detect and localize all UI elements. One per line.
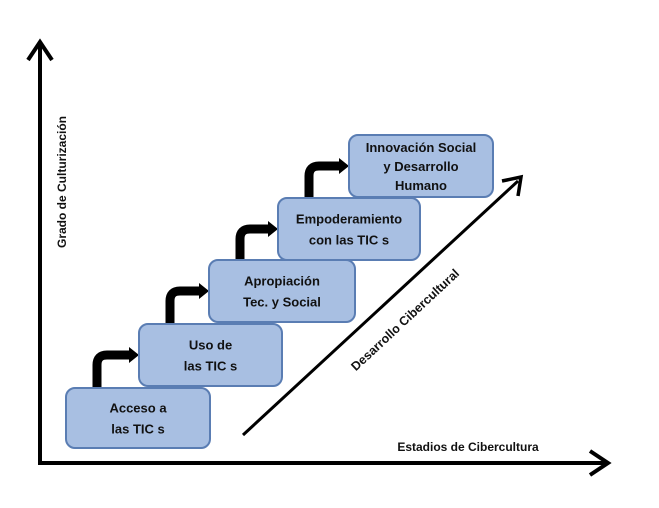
y-axis-label: Grado de Culturización (55, 116, 69, 248)
stage-label-line: Tec. y Social (243, 295, 321, 310)
stage-box-1: Acceso a las TIC s (65, 387, 211, 449)
stage-label-line: Uso de (189, 338, 232, 353)
x-axis-arrowhead (588, 449, 612, 477)
stage-label-line: las TIC s (184, 359, 237, 374)
step-arrowhead-icon (268, 221, 278, 237)
stage-label-line: Humano (395, 178, 447, 193)
stage-label-line: Empoderamiento (296, 212, 402, 227)
stage-label-line: con las TIC s (309, 233, 389, 248)
stage-box-4: Empoderamiento con las TIC s (277, 197, 421, 261)
step-arrow (304, 161, 340, 198)
step-arrowhead-icon (199, 283, 209, 299)
step-arrow (235, 224, 269, 260)
y-axis-arrowhead (26, 38, 54, 62)
stage-label-line: Apropiación (244, 274, 320, 289)
stage-label-line: Acceso a (109, 401, 167, 416)
step-arrowhead-icon (339, 158, 349, 174)
stage-box-2: Uso de las TIC s (138, 323, 283, 387)
development-arrow (241, 179, 520, 437)
step-arrow (165, 286, 200, 324)
step-arrowhead-icon (129, 347, 139, 363)
stage-label-line: las TIC s (111, 422, 164, 437)
stage-label-line: Innovación Social (366, 140, 477, 155)
x-axis-label: Estadios de Cibercultura (397, 440, 539, 454)
development-arrowhead (501, 174, 524, 197)
stage-label-line: y Desarrollo (383, 159, 458, 174)
step-arrow (92, 350, 130, 388)
